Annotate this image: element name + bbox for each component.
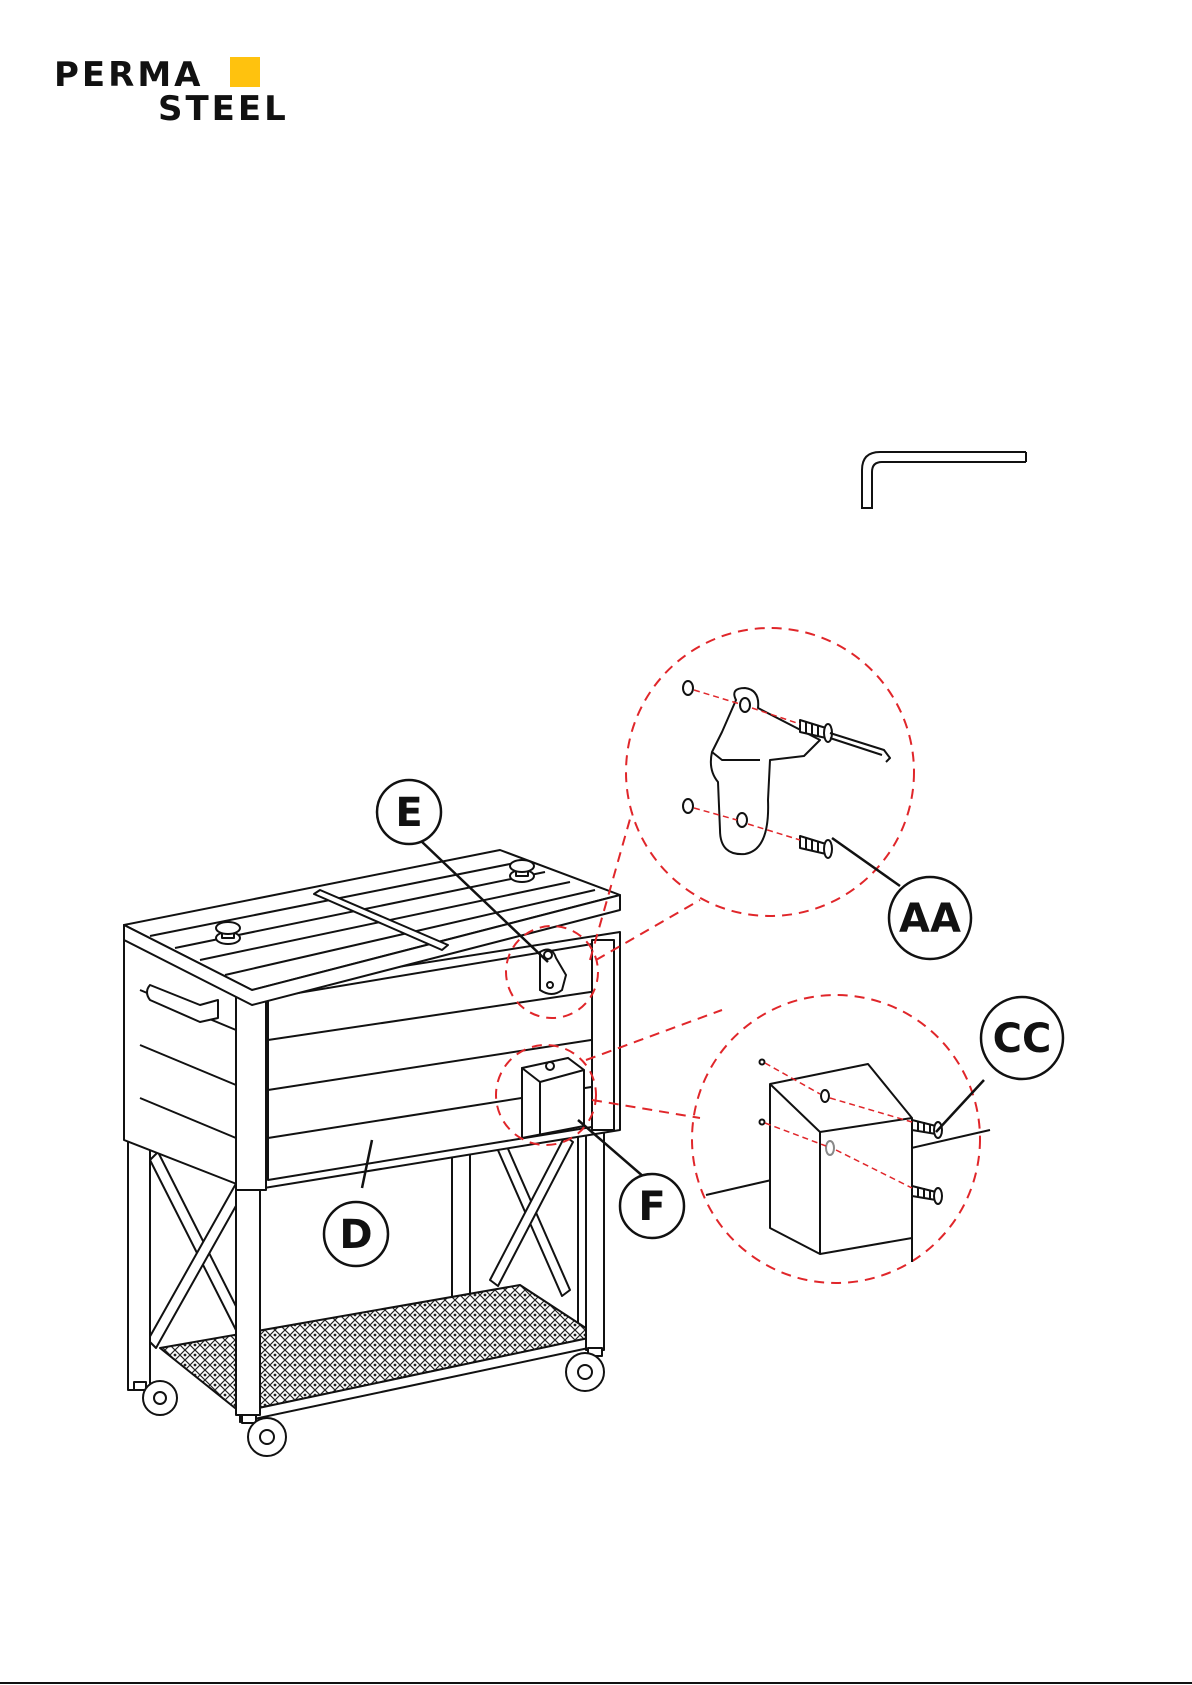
callout-f: F	[620, 1174, 684, 1238]
bottle-cap-catcher-icon	[522, 1058, 584, 1138]
callout-cc: CC	[981, 997, 1063, 1079]
svg-text:AA: AA	[899, 896, 961, 942]
x-brace-right	[490, 1126, 573, 1296]
page-bottom-rule	[0, 1682, 1192, 1684]
svg-text:CC: CC	[993, 1016, 1052, 1062]
detail-view-opener	[626, 628, 914, 916]
detail-view-catcher	[692, 995, 990, 1283]
screw-icon	[800, 836, 832, 858]
svg-text:F: F	[638, 1184, 665, 1230]
allen-key-icon	[830, 733, 890, 762]
caster-front-right	[242, 1415, 286, 1456]
caster-front-left	[134, 1381, 177, 1415]
screw-icon	[912, 1186, 942, 1204]
callout-aa: AA	[889, 877, 971, 959]
svg-text:D: D	[339, 1212, 372, 1258]
callout-d: D	[324, 1202, 388, 1266]
cooler-cart	[124, 850, 620, 1456]
svg-text:E: E	[395, 790, 422, 836]
callout-e: E	[377, 780, 441, 844]
caster-back-right	[566, 1348, 604, 1391]
allen-key-icon	[862, 452, 1026, 508]
